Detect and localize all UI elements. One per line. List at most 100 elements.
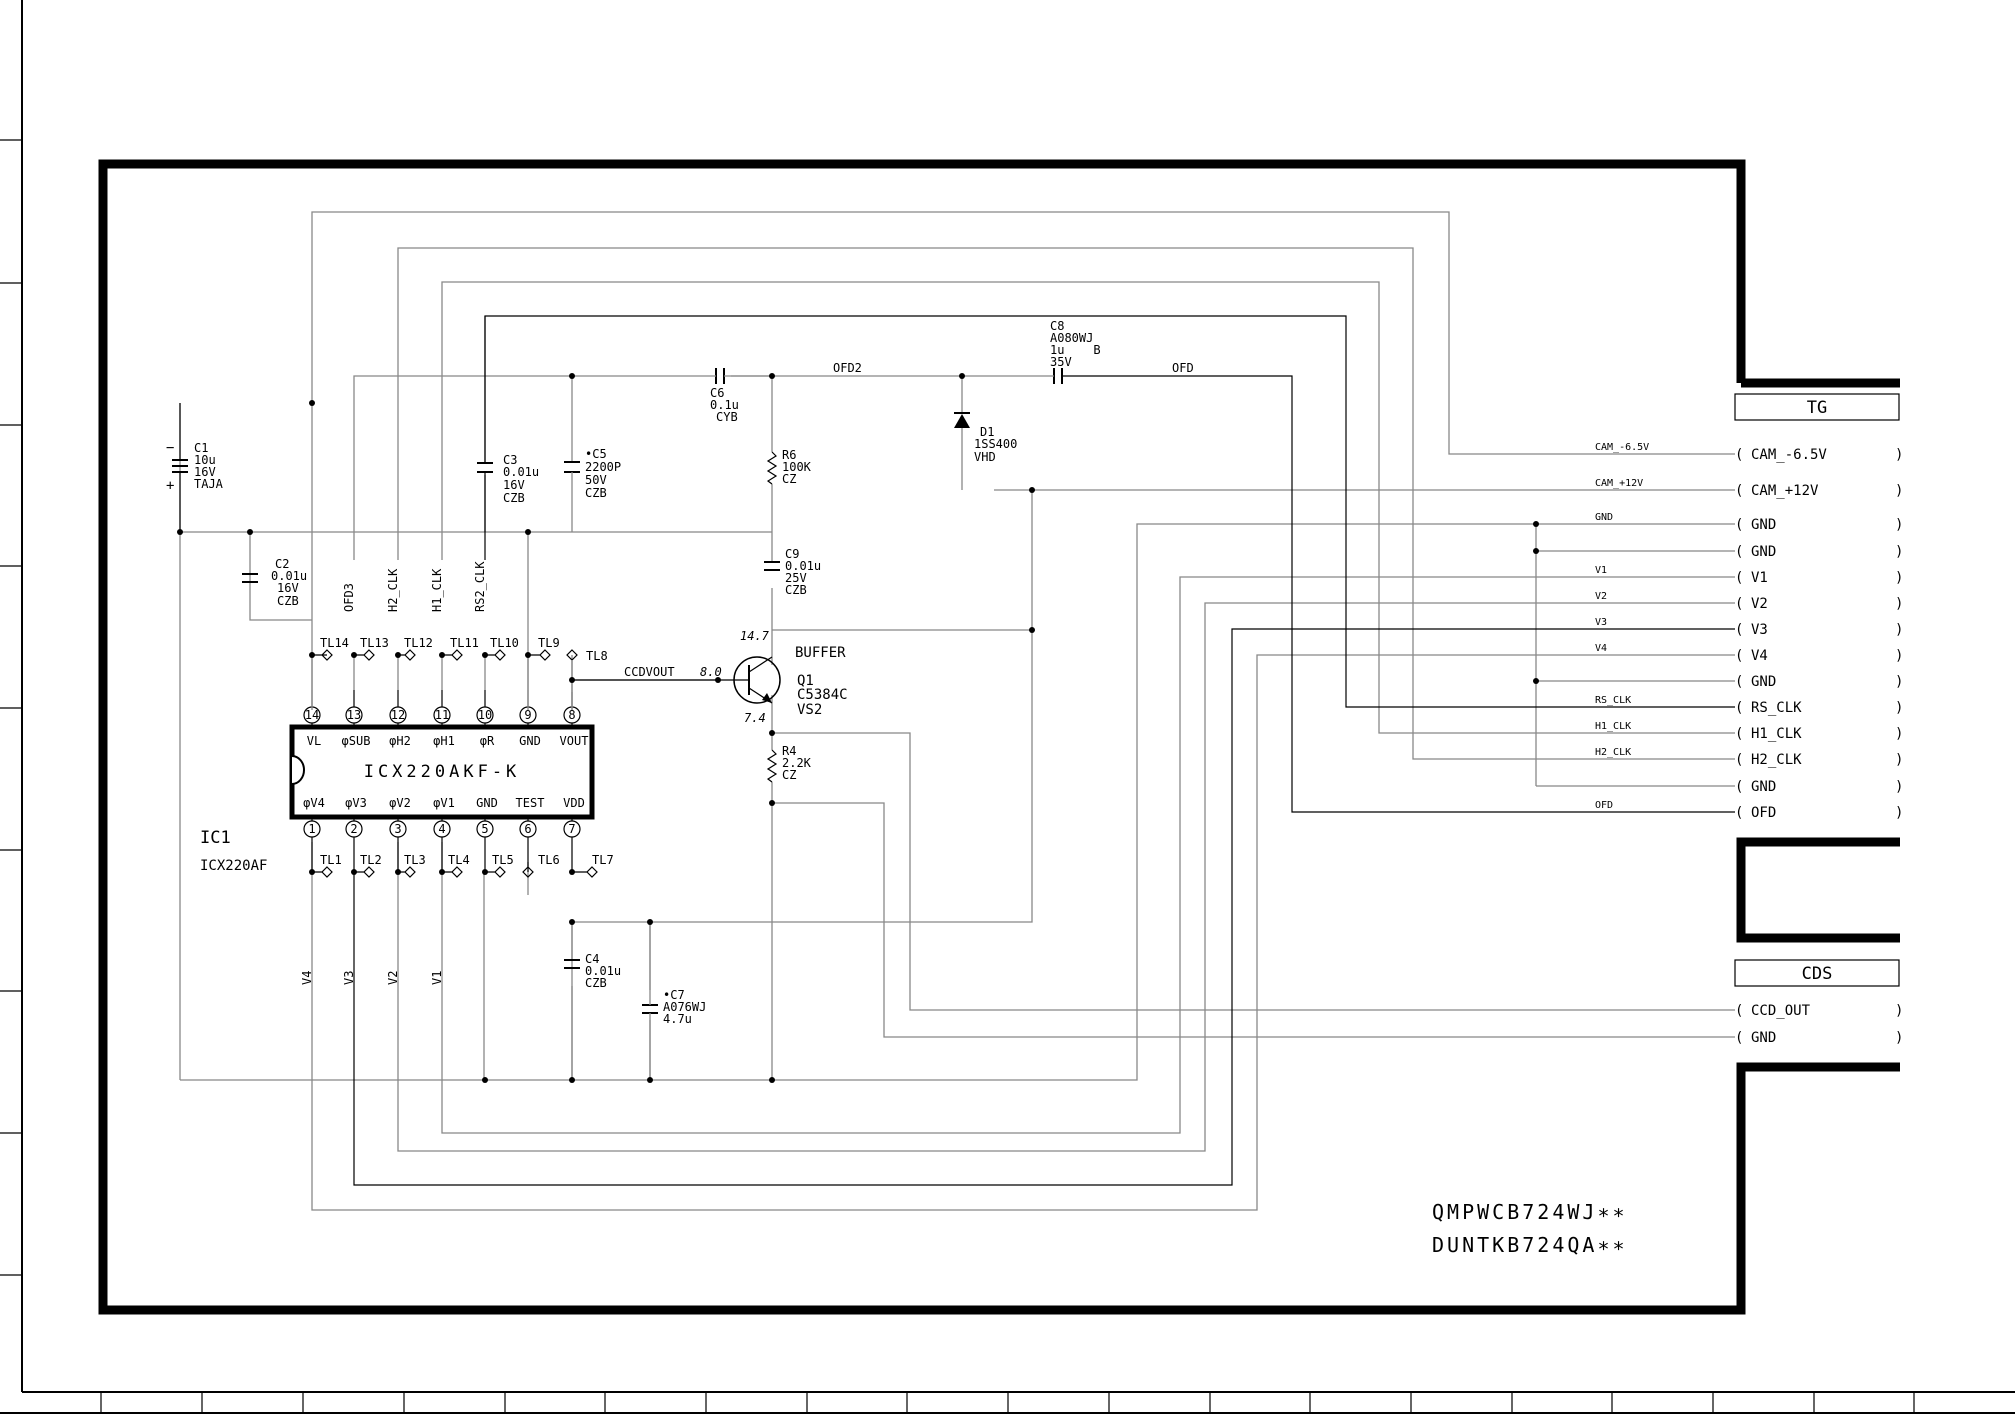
ic-top-pin-number: 10 bbox=[478, 708, 492, 722]
tg-pin-label: GND bbox=[1751, 779, 1776, 795]
ic-top-pin-label: φH1 bbox=[433, 734, 455, 748]
ic-bottom-pin-label: φV3 bbox=[345, 796, 367, 810]
r6-type: CZ bbox=[782, 472, 796, 486]
voltage-base: 8.0 bbox=[700, 665, 722, 679]
tg-pin-label: CAM_-6.5V bbox=[1751, 447, 1827, 463]
tp-tl6: TL6 bbox=[538, 853, 560, 867]
r6-value: 100K bbox=[782, 460, 812, 474]
c1-plus: + bbox=[166, 478, 174, 494]
tg-pin-label: GND bbox=[1751, 517, 1776, 533]
ic-ref-label: IC1 bbox=[200, 828, 231, 848]
ic-bottom-pin-circle bbox=[345, 820, 363, 838]
tg-open-paren: ( bbox=[1735, 517, 1743, 533]
r6-ref: R6 bbox=[782, 448, 796, 462]
tp-tl2: TL2 bbox=[360, 853, 382, 867]
cds-close-paren: ) bbox=[1895, 1030, 1903, 1046]
d1-ref: D1 bbox=[980, 425, 994, 439]
tg-close-paren: ) bbox=[1895, 517, 1903, 533]
tg-open-paren: ( bbox=[1735, 726, 1743, 742]
q1-ref: Q1 bbox=[797, 673, 814, 689]
c3-ref: C3 bbox=[503, 453, 517, 467]
tp-tl10: TL10 bbox=[490, 636, 519, 650]
tg-open-paren: ( bbox=[1735, 805, 1743, 821]
tp-tl12: TL12 bbox=[404, 636, 433, 650]
part-number-2: DUNTKB724QA∗∗ bbox=[1432, 1233, 1628, 1257]
r4-ref: R4 bbox=[782, 744, 796, 758]
c2-value: 0.01u bbox=[271, 569, 307, 583]
tg-close-paren: ) bbox=[1895, 596, 1903, 612]
voltage-collector: 14.7 bbox=[740, 629, 770, 643]
ic-bottom-pin-label: φV1 bbox=[433, 796, 455, 810]
tp-tl14: TL14 bbox=[320, 636, 349, 650]
ic-bottom-pin-circle bbox=[389, 820, 407, 838]
c3-value: 0.01u bbox=[503, 465, 539, 479]
c5-type: CZB bbox=[585, 486, 607, 500]
voltage-emitter: 7.4 bbox=[744, 711, 766, 725]
ic-top-pin-number: 14 bbox=[305, 708, 319, 722]
tg-net-label: CAM_-6.5V bbox=[1595, 442, 1649, 453]
r4-type: CZ bbox=[782, 768, 796, 782]
capacitor-c7: •C7 A076WJ 4.7u bbox=[642, 922, 706, 1080]
capacitor-c8: C8 A080WJ 1u B 35V bbox=[962, 319, 1101, 384]
tp-tl13: TL13 bbox=[360, 636, 389, 650]
part-number-1: QMPWCB724WJ∗∗ bbox=[1432, 1200, 1628, 1224]
net-label-ofd2: OFD2 bbox=[833, 361, 862, 375]
c8-capacitance: 1u B bbox=[1050, 343, 1101, 357]
vertical-net-labels: OFD3 H2_CLK H1_CLK RS2_CLK V4 V3 V2 V1 bbox=[300, 561, 487, 985]
tp-tl3: TL3 bbox=[404, 853, 426, 867]
ic-bottom-pin-number: 1 bbox=[308, 822, 315, 836]
ic-bottom-pin-label: VDD bbox=[563, 796, 585, 810]
tg-open-paren: ( bbox=[1735, 544, 1743, 560]
tg-open-paren: ( bbox=[1735, 447, 1743, 463]
tg-net-label: H2_CLK bbox=[1595, 747, 1631, 758]
q1-type: VS2 bbox=[797, 702, 822, 718]
cds-pin-label: GND bbox=[1751, 1030, 1776, 1046]
net-label-v3: V3 bbox=[342, 971, 356, 985]
c5-ref: •C5 bbox=[585, 447, 607, 461]
ic-top-pin-number: 9 bbox=[524, 708, 531, 722]
tg-pin-label: V4 bbox=[1751, 648, 1768, 664]
ic-top-pin-label: VOUT bbox=[560, 734, 589, 748]
capacitor-c1: − + C1 10u 16V TAJA bbox=[166, 403, 224, 532]
c9-type: CZB bbox=[785, 583, 807, 597]
ic-top-pin-label: φH2 bbox=[389, 734, 411, 748]
capacitor-c3: C3 0.01u 16V CZB bbox=[477, 316, 539, 532]
tg-close-paren: ) bbox=[1895, 622, 1903, 638]
tg-net-label: V3 bbox=[1595, 617, 1607, 628]
tp-tl4: TL4 bbox=[448, 853, 470, 867]
c8-voltage: 35V bbox=[1050, 355, 1072, 369]
ic-bottom-pin-circle bbox=[303, 820, 321, 838]
test-points-bottom: TL1 TL2 TL3 TL4 TL5 TL6 TL7 bbox=[312, 853, 614, 878]
ic-top-pin-number: 8 bbox=[568, 708, 575, 722]
resistor-r6: R6 100K CZ bbox=[766, 448, 812, 486]
c2-voltage: 16V bbox=[277, 581, 299, 595]
tg-open-paren: ( bbox=[1735, 752, 1743, 768]
net-label-rs2clk: RS2_CLK bbox=[473, 561, 487, 612]
ic-bottom-pin-circle bbox=[563, 820, 581, 838]
tg-close-paren: ) bbox=[1895, 700, 1903, 716]
ic-bottom-pin-label: GND bbox=[476, 796, 498, 810]
tg-close-paren: ) bbox=[1895, 544, 1903, 560]
tg-pin-label: V1 bbox=[1751, 570, 1768, 586]
ic-bottom-pin-number: 7 bbox=[568, 822, 575, 836]
c6-ref: C6 bbox=[710, 386, 724, 400]
tp-tl11: TL11 bbox=[450, 636, 479, 650]
c5-value: 2200P bbox=[585, 460, 621, 474]
tg-pin-label: OFD bbox=[1751, 805, 1776, 821]
capacitor-c2: C2 0.01u 16V CZB bbox=[242, 557, 307, 608]
capacitor-c4: C4 0.01u CZB bbox=[564, 952, 621, 990]
ic-bottom-pin-label: φV4 bbox=[303, 796, 325, 810]
wiring-gray bbox=[179, 211, 1735, 1211]
tg-close-paren: ) bbox=[1895, 648, 1903, 664]
tg-close-paren: ) bbox=[1895, 726, 1903, 742]
tg-pin-label: V2 bbox=[1751, 596, 1768, 612]
tp-tl7: TL7 bbox=[592, 853, 614, 867]
ic-top-pin-circle bbox=[345, 706, 363, 724]
junction-dots bbox=[177, 373, 1539, 1083]
tg-open-paren: ( bbox=[1735, 622, 1743, 638]
tg-open-paren: ( bbox=[1735, 700, 1743, 716]
c2-ref: C2 bbox=[275, 557, 289, 571]
ic-top-pin-label: VL bbox=[307, 734, 321, 748]
tg-close-paren: ) bbox=[1895, 674, 1903, 690]
